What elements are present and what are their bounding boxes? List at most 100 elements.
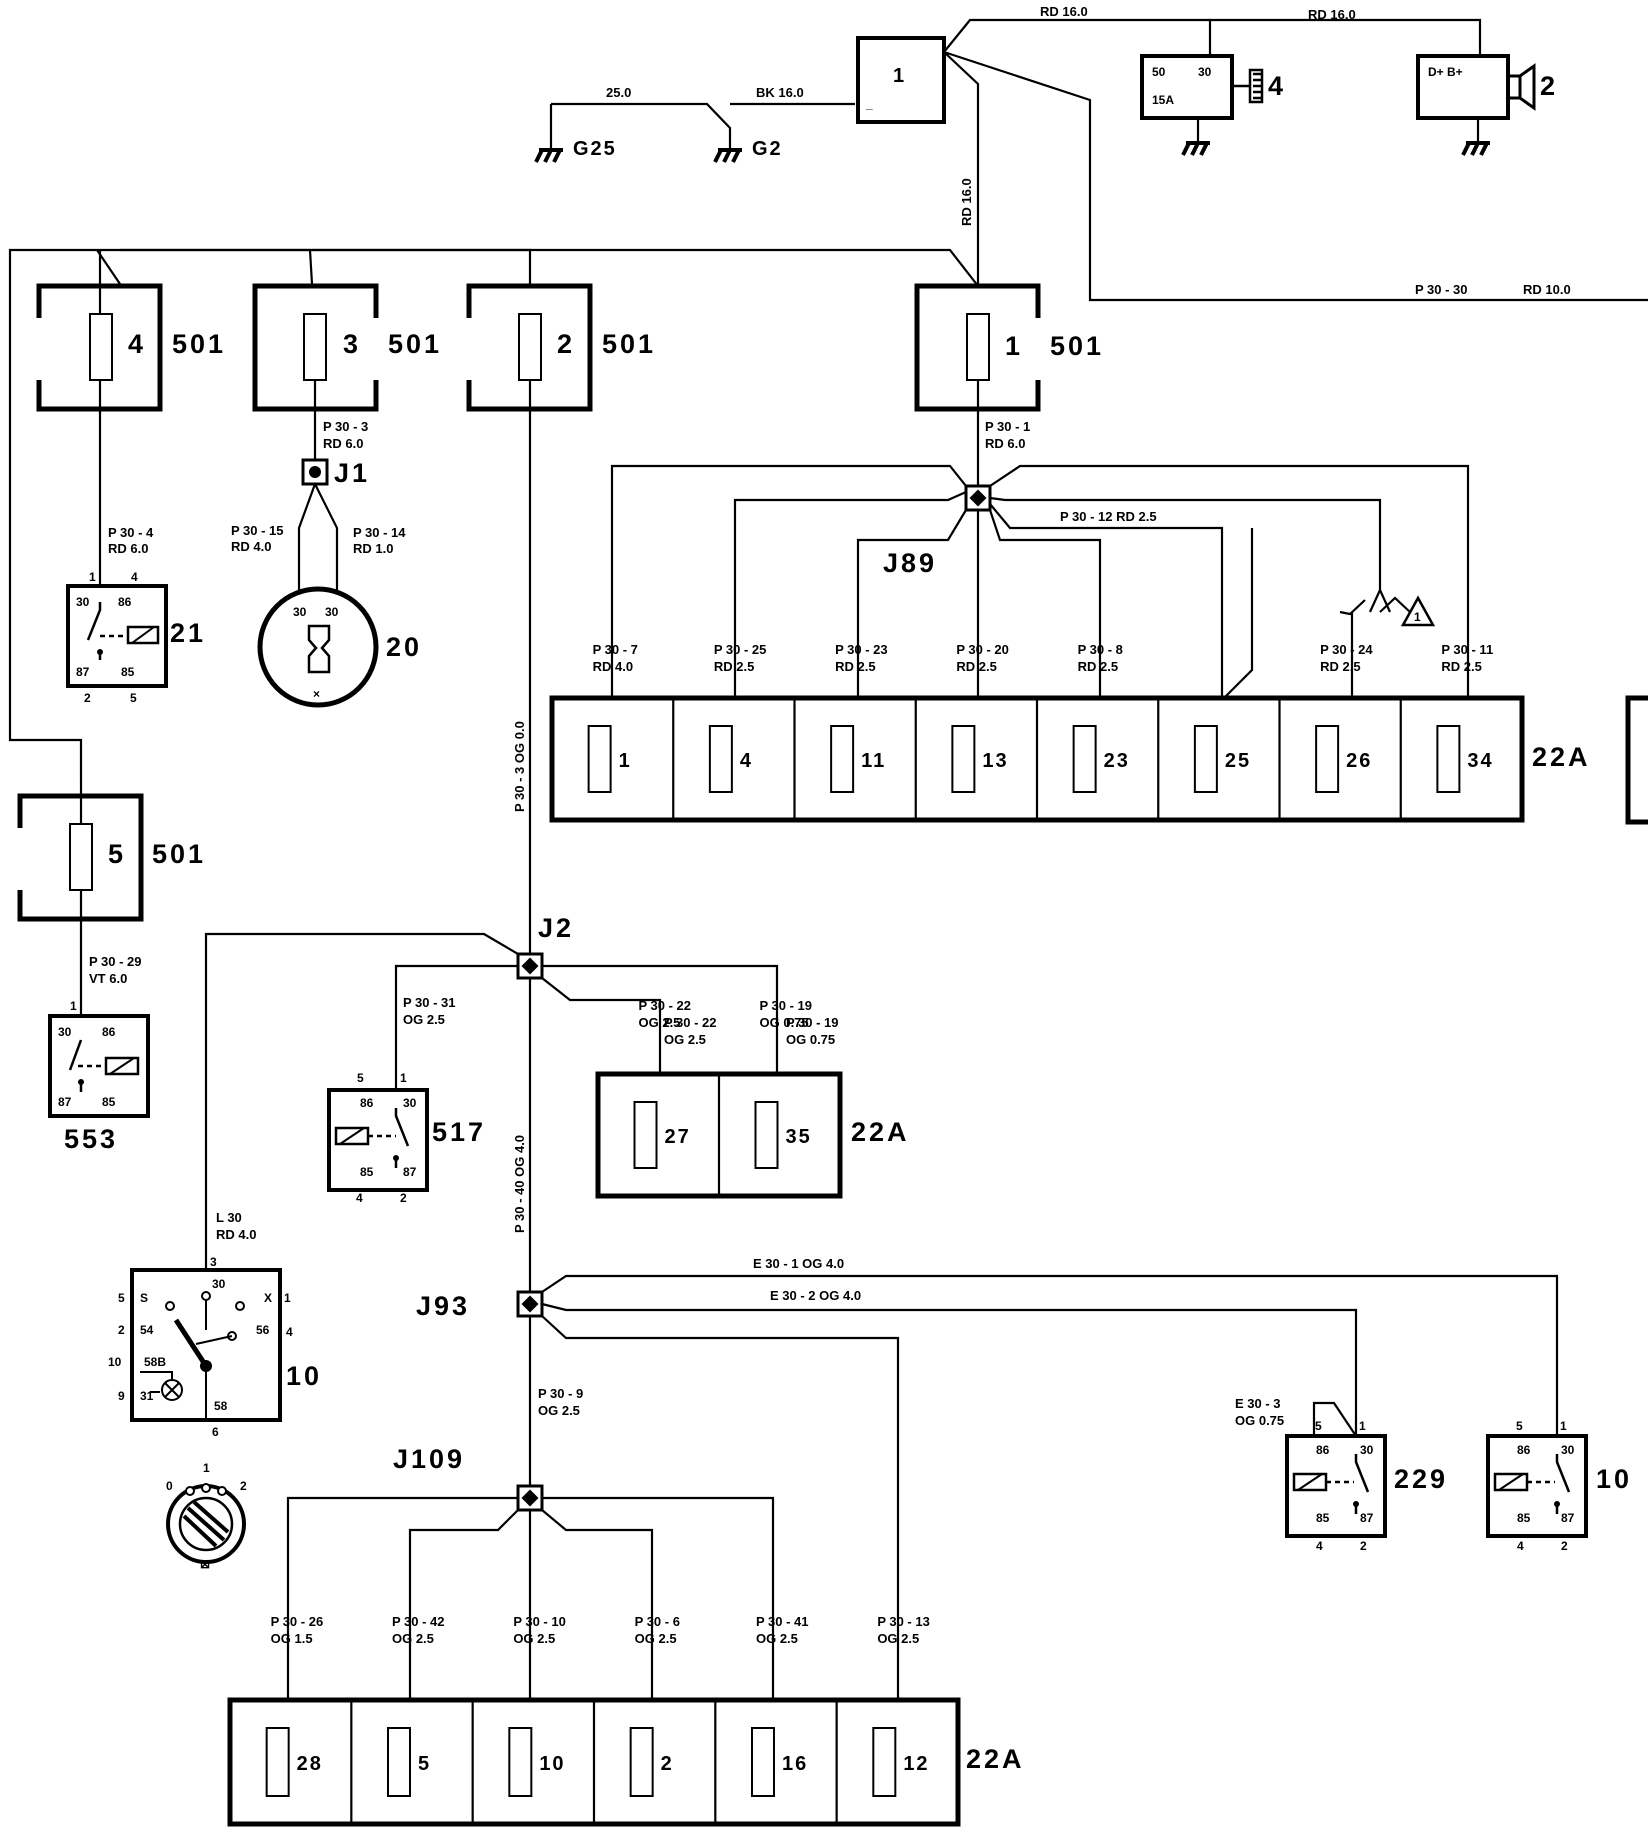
svg-text:2: 2 [557, 329, 575, 359]
svg-text:5: 5 [108, 839, 126, 869]
svg-text:87: 87 [58, 1095, 72, 1109]
svg-text:E 30 - 3: E 30 - 3 [1235, 1396, 1281, 1411]
fuse-number: 26 [1346, 750, 1372, 772]
svg-text:2: 2 [118, 1323, 125, 1337]
svg-text:56: 56 [256, 1323, 270, 1337]
light-switch-10: 3 30 5 S X 1 2 54 56 4 10 58B 9 31 58 6 … [108, 1255, 319, 1439]
svg-text:30: 30 [212, 1277, 226, 1291]
svg-text:22A: 22A [851, 1117, 910, 1147]
relay-517-id: 517 [432, 1117, 486, 1147]
svg-text:P 30 - 22: P 30 - 22 [664, 1015, 717, 1030]
fuse-number: 10 [539, 1753, 565, 1775]
fuse-number: 11 [861, 750, 886, 772]
svg-text:P 30 - 19: P 30 - 19 [786, 1015, 839, 1030]
junction-j109-icon [516, 1484, 544, 1512]
wire-p30-4-size: RD 6.0 [108, 541, 148, 556]
junction-j93-icon [516, 1290, 544, 1318]
svg-text:J1: J1 [334, 458, 370, 488]
svg-text:P 30 - 12 RD 2.5: P 30 - 12 RD 2.5 [1060, 509, 1157, 524]
fuse-wire-size: RD 2.5 [835, 659, 875, 674]
fuse-wire-size: RD 2.5 [714, 659, 754, 674]
junction-j2-icon [516, 952, 544, 980]
starter-id: 4 [1268, 71, 1286, 101]
fuse-element [633, 1101, 658, 1169]
battery-id: 1 [893, 65, 906, 87]
alternator: D+ B+ 2 [1416, 54, 1558, 157]
fuse-wire-size: RD 2.5 [956, 659, 996, 674]
rotary-knob-icon: 0 1 2 ⊠ [166, 1461, 247, 1571]
svg-text:22A: 22A [966, 1744, 1025, 1774]
svg-text:2: 2 [240, 1479, 247, 1493]
fuse-wire-size: OG 2.5 [756, 1631, 798, 1646]
svg-text:85: 85 [1517, 1511, 1531, 1525]
svg-text:5: 5 [130, 691, 137, 705]
fuse-element [1193, 725, 1218, 793]
svg-text:85: 85 [360, 1165, 374, 1179]
junction-j89-icon [964, 484, 992, 512]
svg-text:86: 86 [360, 1096, 374, 1110]
svg-text:501: 501 [152, 839, 206, 869]
svg-text:4: 4 [1316, 1539, 1323, 1553]
relay-229: 5 1 86 30 85 87 4 2 229 [1285, 1419, 1445, 1553]
svg-text:OG 2.5: OG 2.5 [664, 1032, 706, 1047]
fuse-number: 23 [1104, 750, 1130, 772]
starter-motor: 50 30 15A 4 [1140, 54, 1286, 157]
svg-text:87: 87 [76, 665, 90, 679]
relay-553-id: 553 [64, 1124, 118, 1154]
fuse-501-2: 2 501 [465, 283, 656, 412]
fuse-number: 2 [661, 1753, 674, 1775]
wire-label-p30-30: P 30 - 30 [1415, 282, 1468, 297]
battery-neg: _ [865, 97, 873, 111]
svg-text:2: 2 [400, 1191, 407, 1205]
svg-text:×: × [313, 687, 320, 701]
svg-text:VT 6.0: VT 6.0 [89, 971, 127, 986]
svg-text:30: 30 [325, 605, 339, 619]
svg-text:RD 6.0: RD 6.0 [985, 436, 1025, 451]
svg-text:E 30 - 1 OG 4.0: E 30 - 1 OG 4.0 [753, 1256, 844, 1271]
svg-text:85: 85 [1316, 1511, 1330, 1525]
fuse-wire-label: P 30 - 23 [835, 642, 888, 657]
svg-text:4: 4 [131, 570, 138, 584]
svg-text:4: 4 [356, 1191, 363, 1205]
svg-text:6: 6 [212, 1425, 219, 1439]
svg-text:87: 87 [1561, 1511, 1575, 1525]
svg-text:54: 54 [140, 1323, 154, 1337]
svg-text:2: 2 [1561, 1539, 1568, 1553]
alternator-id: 2 [1540, 71, 1558, 101]
svg-text:1: 1 [1359, 1419, 1366, 1433]
svg-text:P 30 - 29: P 30 - 29 [89, 954, 142, 969]
fuse-number: 5 [418, 1753, 431, 1775]
fuse-element [587, 725, 612, 793]
svg-text:501: 501 [602, 329, 656, 359]
svg-text:5: 5 [357, 1071, 364, 1085]
svg-text:10: 10 [108, 1355, 122, 1369]
ignition-switch-id: 20 [386, 632, 422, 662]
svg-text:OG 0.75: OG 0.75 [1235, 1413, 1284, 1428]
svg-text:1: 1 [70, 999, 77, 1013]
svg-text:86: 86 [102, 1025, 116, 1039]
svg-text:3: 3 [343, 329, 361, 359]
fuse-wire-size: OG 2.5 [513, 1631, 555, 1646]
relay-553: 1 30 86 87 85 553 [48, 999, 150, 1154]
fuse-element [1072, 725, 1097, 793]
fuse-wire-label: P 30 - 41 [756, 1614, 809, 1629]
fuse-wire-size: OG 2.5 [392, 1631, 434, 1646]
svg-text:L 30: L 30 [216, 1210, 242, 1225]
junction-j109: J109 [393, 1444, 465, 1474]
fuse-wire-size: OG 2.5 [877, 1631, 919, 1646]
fuse-wire-size: OG 2.5 [639, 1015, 681, 1030]
svg-text:5: 5 [1315, 1419, 1322, 1433]
svg-text:OG 2.5: OG 2.5 [538, 1403, 580, 1418]
svg-text:1: 1 [1005, 331, 1023, 361]
wire-label-rd10: RD 10.0 [1523, 282, 1571, 297]
svg-text:1: 1 [400, 1071, 407, 1085]
fuse-wire-label: P 30 - 11 [1441, 642, 1493, 657]
svg-text:86: 86 [118, 595, 132, 609]
svg-text:RD 1.0: RD 1.0 [353, 541, 393, 556]
fuse-element [1315, 725, 1340, 793]
svg-text:5: 5 [1516, 1419, 1523, 1433]
svg-text:OG 2.5: OG 2.5 [403, 1012, 445, 1027]
svg-text:P 30 - 1: P 30 - 1 [985, 419, 1030, 434]
